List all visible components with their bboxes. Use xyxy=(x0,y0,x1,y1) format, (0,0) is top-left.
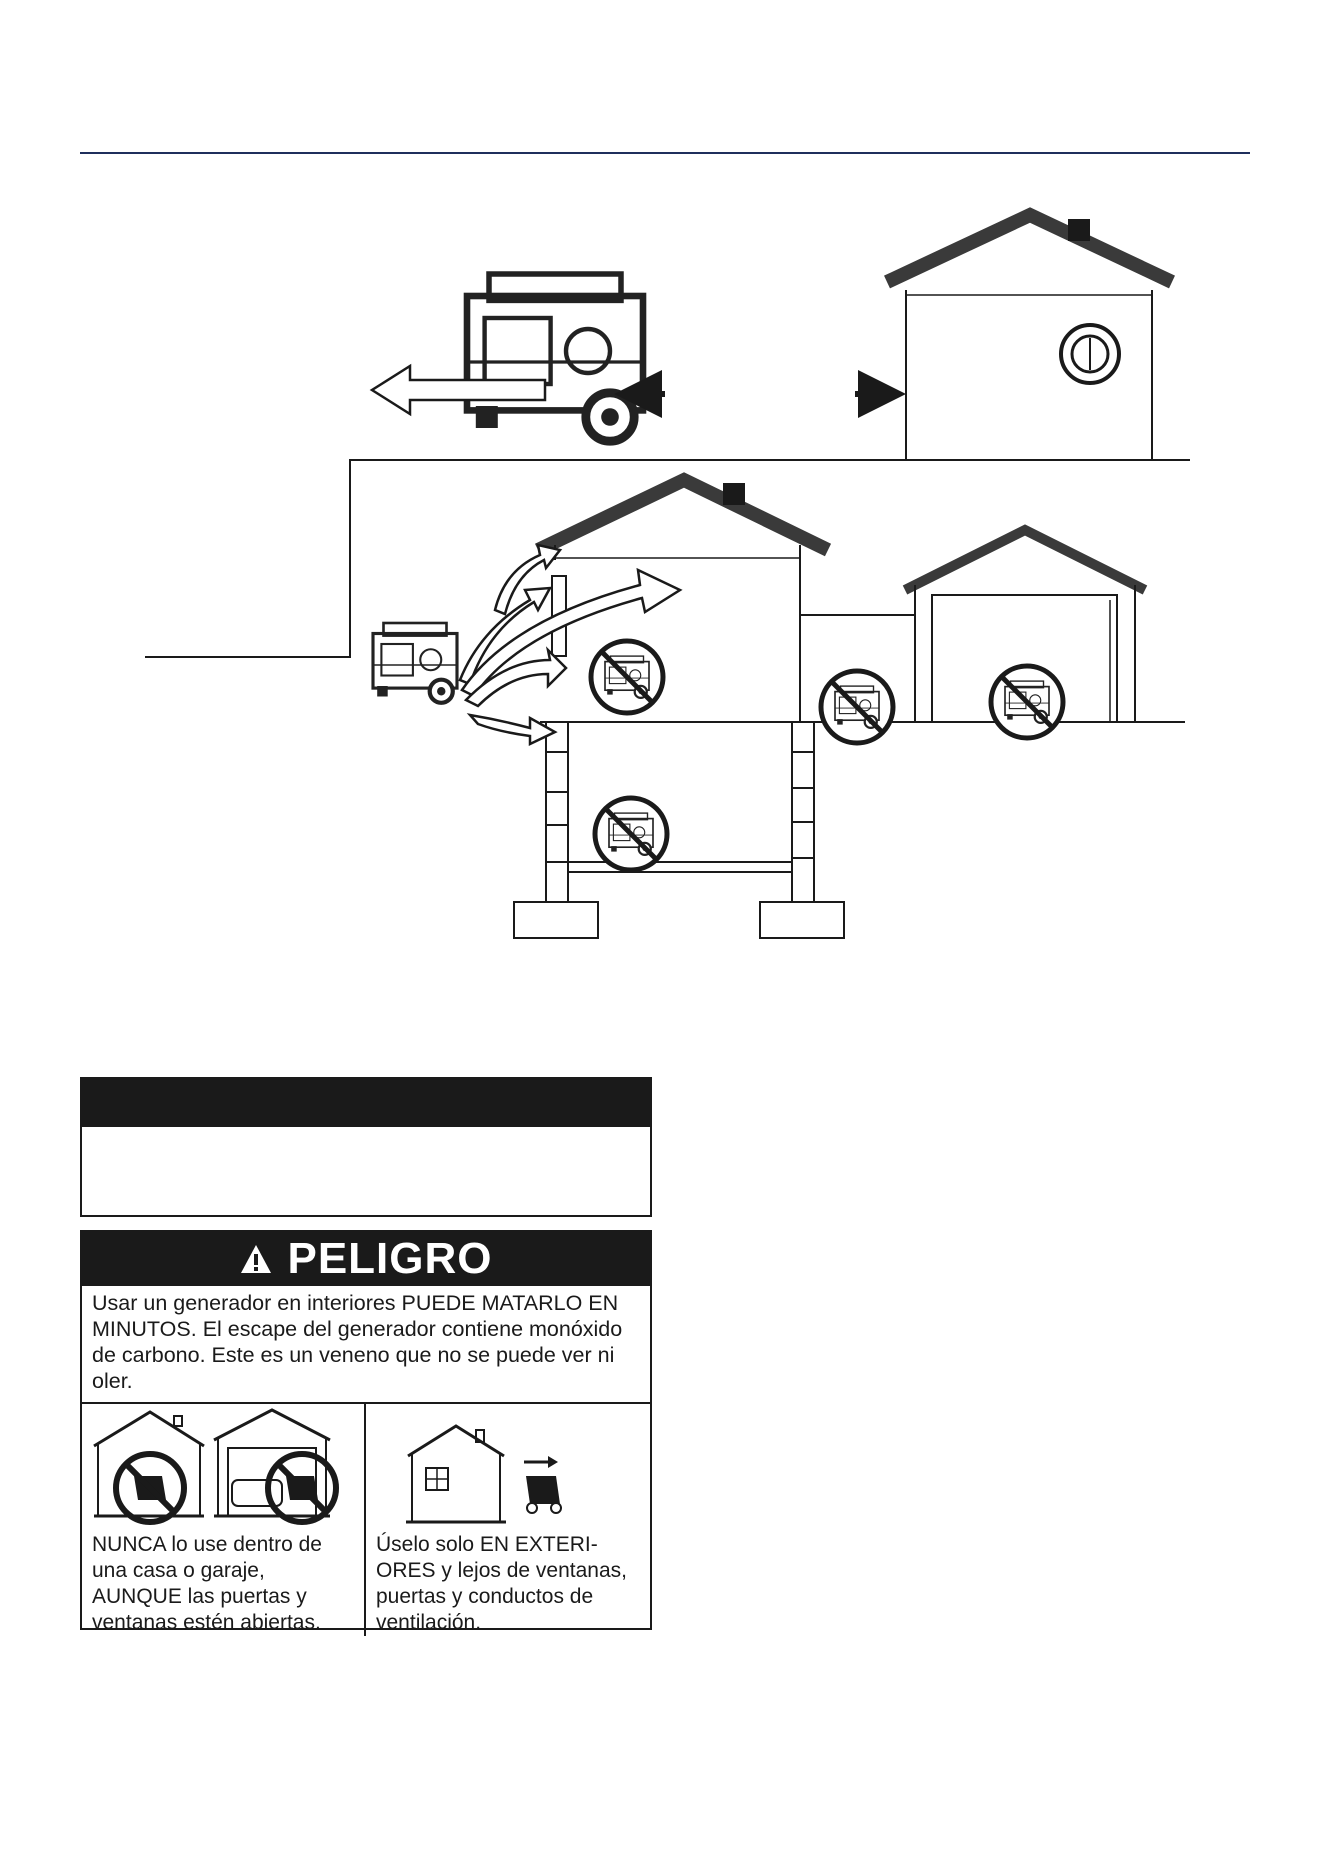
generator-icon xyxy=(526,1476,562,1514)
warning-triangle-icon xyxy=(241,1245,272,1273)
panel-outdoors-only: Úselo solo EN EXTERI-ORES y lejos de ven… xyxy=(366,1404,650,1636)
panel-outdoors-caption: Úselo solo EN EXTERI-ORES y lejos de ven… xyxy=(376,1533,627,1634)
arrow-icon xyxy=(524,1456,558,1468)
generator-icon xyxy=(467,274,643,441)
house-on-foundation xyxy=(513,472,1185,939)
exhaust-arrow-icon xyxy=(369,363,547,417)
generator-placement-illustration xyxy=(145,207,1190,939)
danger-panels: NUNCA lo use dentro de una casa o garaje… xyxy=(82,1404,650,1636)
exhaust-flow-arrows xyxy=(458,543,683,746)
house-with-co-alarm xyxy=(884,207,1175,460)
danger-header: PELIGRO xyxy=(82,1232,650,1286)
no-generator-icon xyxy=(113,1451,187,1525)
co-alarm-icon xyxy=(1059,323,1121,385)
danger-label: PELIGRO Usar un generador en interiores … xyxy=(80,1230,652,1636)
no-indoor-use-pictogram xyxy=(93,1408,339,1525)
notice-header-bar xyxy=(82,1079,650,1127)
no-generator-icon xyxy=(821,671,893,743)
panel-never-indoors: NUNCA lo use dentro de una casa o garaje… xyxy=(82,1404,366,1636)
generator-icon xyxy=(373,623,457,703)
notice-box xyxy=(80,1077,652,1217)
no-generator-icon xyxy=(595,798,667,870)
no-generator-icon xyxy=(265,1451,339,1525)
danger-title: PELIGRO xyxy=(287,1234,493,1283)
header-rule xyxy=(80,152,1250,154)
no-generator-icon xyxy=(591,641,663,713)
danger-warning-text: Usar un generador en interiores PUEDE MA… xyxy=(82,1286,650,1404)
attached-garage xyxy=(800,524,1148,723)
no-generator-icon xyxy=(991,666,1063,738)
outdoor-use-pictogram xyxy=(406,1424,562,1524)
panel-never-caption: NUNCA lo use dentro de una casa o garaje… xyxy=(92,1533,322,1634)
